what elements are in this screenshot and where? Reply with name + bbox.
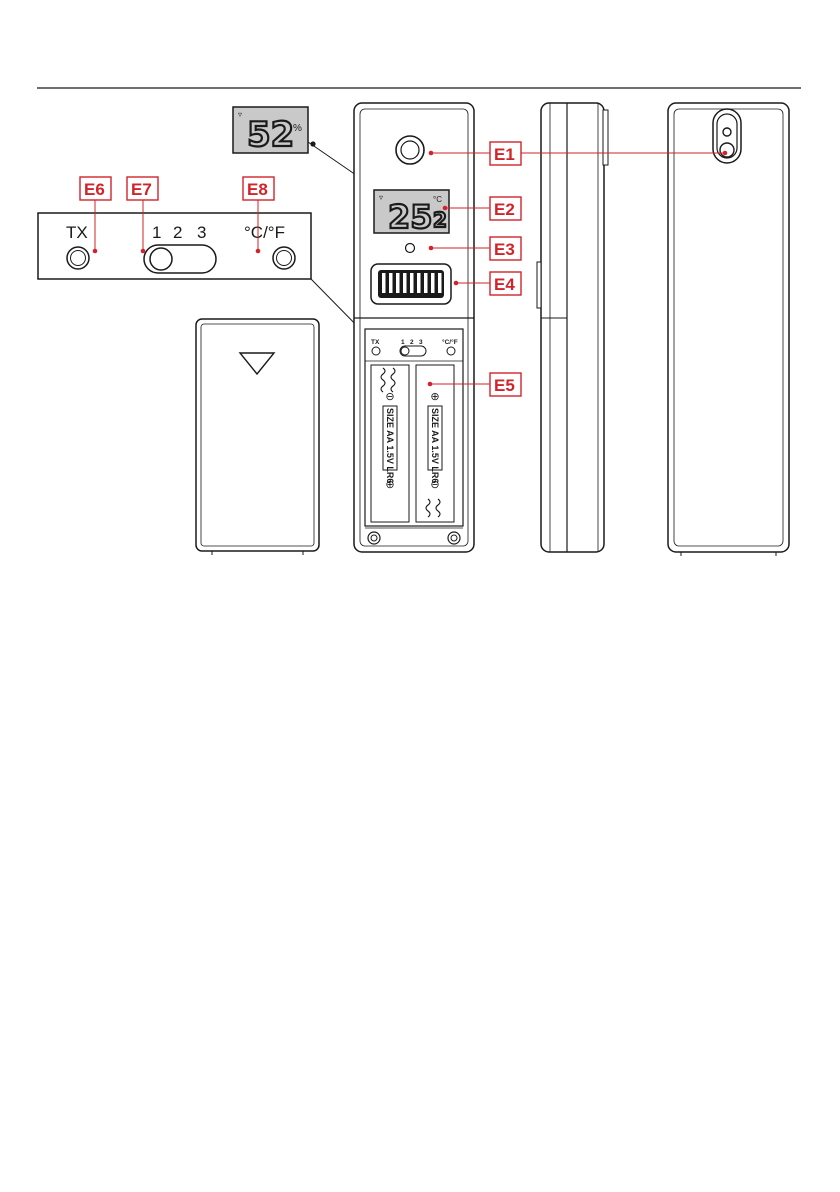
minus-icon: ⊖ bbox=[430, 479, 439, 491]
label-e4: E4 bbox=[490, 272, 521, 295]
channel-3-label: 3 bbox=[197, 223, 206, 242]
svg-text:2: 2 bbox=[410, 339, 414, 346]
signal-icon: ▿ bbox=[238, 110, 242, 119]
svg-text:E8: E8 bbox=[247, 180, 268, 199]
channel-1-label: 1 bbox=[152, 223, 161, 242]
temp-int: 25 bbox=[388, 198, 433, 236]
svg-text:E6: E6 bbox=[84, 180, 105, 199]
temp-display: ▿ 25 2 °C bbox=[374, 190, 449, 236]
front-view: ▿ 25 2 °C TX 1 2 3 ° bbox=[354, 103, 474, 552]
humidity-display: ▿ 52 % bbox=[233, 107, 308, 155]
mini-tx-label: TX bbox=[371, 339, 380, 346]
channel-slider-knob[interactable] bbox=[150, 248, 172, 270]
humidity-unit: % bbox=[293, 123, 302, 134]
sensor-icon bbox=[396, 136, 424, 164]
svg-text:E2: E2 bbox=[494, 200, 515, 219]
humidity-value: 52 bbox=[247, 115, 294, 155]
label-e3: E3 bbox=[490, 237, 521, 260]
svg-text:E3: E3 bbox=[494, 240, 515, 259]
svg-text:E1: E1 bbox=[494, 145, 515, 164]
vent-grille bbox=[371, 264, 451, 304]
svg-text:E4: E4 bbox=[494, 275, 515, 294]
minus-icon: ⊖ bbox=[385, 391, 394, 403]
label-e8: E8 bbox=[243, 177, 274, 200]
svg-text:E5: E5 bbox=[494, 376, 515, 395]
label-e5: E5 bbox=[490, 373, 521, 396]
signal-icon: ▿ bbox=[379, 193, 383, 202]
label-e7: E7 bbox=[127, 177, 158, 200]
channel-2-label: 2 bbox=[173, 223, 182, 242]
temp-unit: °C bbox=[433, 195, 442, 204]
label-e1: E1 bbox=[490, 142, 521, 165]
back-view bbox=[668, 103, 789, 556]
battery-2-label: SIZE AA 1.5V LR6 bbox=[430, 408, 440, 483]
label-e2: E2 bbox=[490, 197, 521, 220]
led-indicator bbox=[406, 244, 415, 253]
svg-text:1: 1 bbox=[401, 339, 405, 346]
label-e6: E6 bbox=[80, 177, 111, 200]
temp-dec: 2 bbox=[433, 208, 447, 232]
plus-icon: ⊕ bbox=[385, 479, 394, 491]
plus-icon: ⊕ bbox=[430, 391, 439, 403]
battery-1-label: SIZE AA 1.5V LR6 bbox=[385, 408, 395, 483]
svg-text:3: 3 bbox=[419, 339, 423, 346]
battery-cover bbox=[196, 319, 319, 555]
svg-text:E7: E7 bbox=[131, 180, 152, 199]
switch-panel: TX 1 2 3 °C/°F bbox=[38, 213, 311, 279]
mini-unit-label: °C/°F bbox=[442, 338, 458, 346]
tx-label: TX bbox=[66, 223, 88, 242]
side-view bbox=[537, 103, 608, 552]
unit-label: °C/°F bbox=[244, 223, 285, 242]
